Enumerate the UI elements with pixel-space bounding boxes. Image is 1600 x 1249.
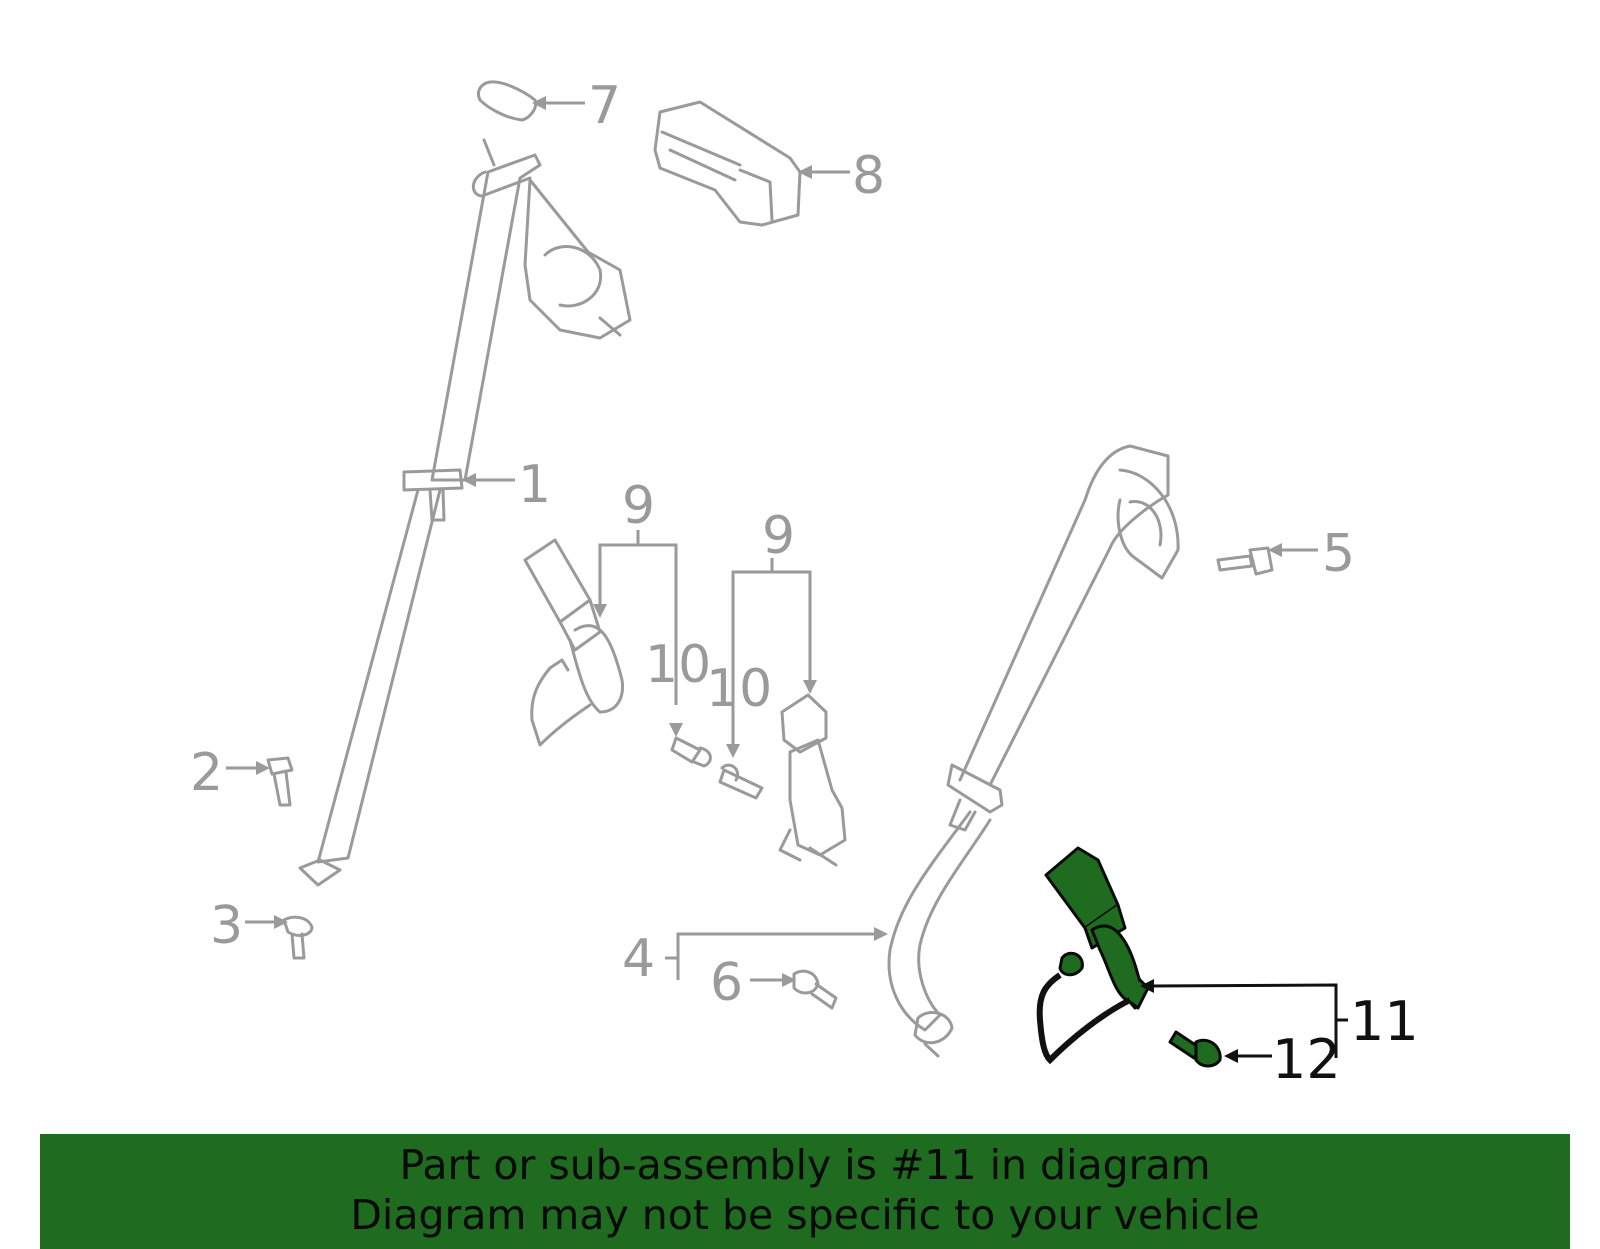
part-2-bolt (266, 756, 294, 807)
callout-5: 5 (1322, 524, 1355, 584)
part-9-buckle-right (778, 693, 847, 867)
leader-11 (1149, 983, 1338, 1058)
banner-line-1: Part or sub-assembly is #11 in diagram (399, 1141, 1211, 1189)
part-11-buckle-highlighted (1036, 846, 1150, 1065)
part-4-seat-belt (887, 444, 1180, 1058)
callout-10b: 10 (706, 659, 772, 719)
part-7-cap (476, 80, 538, 122)
banner-line-2: Diagram may not be specific to your vehi… (350, 1191, 1260, 1239)
part-1-seat-belt (298, 138, 632, 887)
part-8-housing (653, 100, 802, 227)
callout-11: 11 (1350, 990, 1419, 1053)
callout-3: 3 (210, 896, 243, 956)
callout-2: 2 (190, 743, 223, 803)
callout-10a: 10 (645, 635, 711, 695)
part-12-bolt-highlighted (1168, 1030, 1222, 1068)
callout-7: 7 (588, 76, 621, 136)
callout-1: 1 (518, 455, 551, 515)
part-5-bolt (1216, 546, 1274, 576)
callout-9a: 9 (622, 476, 655, 536)
part-3-bolt (282, 915, 314, 960)
part-10-bolt-a (670, 736, 712, 768)
callout-8: 8 (852, 146, 885, 206)
info-banner: Part or sub-assembly is #11 in diagram D… (40, 1134, 1570, 1249)
part-10-bolt-b (718, 763, 764, 800)
part-9-buckle-left (523, 538, 625, 747)
callout-12: 12 (1272, 1028, 1341, 1091)
leader-4 (676, 932, 878, 958)
callout-4: 4 (622, 929, 655, 989)
part-6-bolt (792, 969, 838, 1010)
callout-6: 6 (710, 953, 743, 1013)
callout-9b: 9 (762, 506, 795, 566)
